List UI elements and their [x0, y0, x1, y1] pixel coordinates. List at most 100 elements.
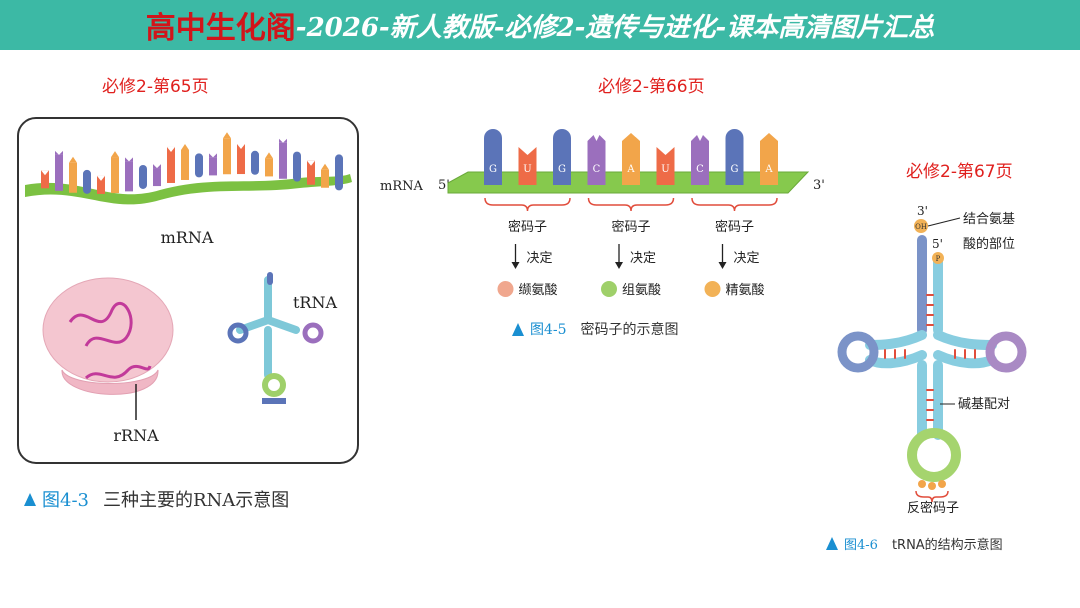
codon-brace — [691, 197, 778, 212]
caption-4-5: 图4-5 密码子的示意图 — [512, 319, 679, 339]
amino-acid-label: 组氨酸 — [622, 283, 661, 298]
mrna-base-pillar — [209, 153, 217, 176]
header-banner: 高中生化阁 -2026-新人教版-必修2-遗传与进化-课本高清图片汇总 — [0, 0, 1080, 50]
base-U-6: U — [656, 147, 675, 185]
caption-triangle-icon — [24, 492, 36, 506]
mrna-base-pillar — [97, 175, 105, 194]
codon-brace — [484, 197, 571, 212]
codon-label: 密码子 — [611, 219, 650, 235]
caption-4-6-number: 图4-6 — [844, 538, 878, 553]
arrow-text: 决定 — [630, 251, 656, 266]
base-C-7: C — [691, 135, 709, 185]
trna-small-illustration — [227, 272, 324, 404]
base-letter: G — [731, 164, 739, 175]
base-A-5: A — [622, 133, 640, 185]
base-C-4: C — [587, 135, 606, 185]
mrna-base-pillar — [223, 132, 231, 175]
base-G-8: G — [725, 129, 744, 185]
mrna-base-pillar — [307, 160, 315, 185]
rrna-label: rRNA — [113, 426, 159, 445]
mrna-base-pillar — [153, 164, 161, 187]
amino-acid-dot — [704, 281, 721, 297]
caption-4-5-number: 图4-5 — [530, 322, 567, 338]
caption-4-6: 图4-6 tRNA的结构示意图 — [826, 534, 1003, 553]
amino-acid-dot — [601, 281, 617, 297]
codon-label: 密码子 — [508, 219, 547, 235]
base-letter: U — [523, 164, 531, 175]
caption-4-3-text: 三种主要的RNA示意图 — [103, 490, 290, 511]
mrna-base-pillar — [55, 150, 63, 191]
mrna-base-pillar — [237, 144, 245, 175]
page-label-67: 必修2-第67页 — [906, 162, 1013, 182]
page-label-65: 必修2-第65页 — [102, 77, 209, 97]
oh-marker — [914, 219, 928, 233]
header-subtitle: -2026-新人教版-必修2-遗传与进化-课本高清图片汇总 — [295, 12, 935, 43]
binding-site-line1: 结合氨基 — [963, 212, 1015, 227]
mrna-base-pillar — [293, 151, 301, 182]
caption-triangle-icon — [826, 537, 838, 550]
mrna-base-pillar — [41, 170, 49, 189]
mrna-base-pillar — [251, 150, 259, 175]
base-letter: U — [661, 164, 669, 175]
base-U-2: U — [518, 147, 537, 185]
anticodon-brace — [915, 490, 949, 503]
mrna-base-pillar — [83, 169, 91, 194]
anticodon-label: 反密码子 — [907, 500, 959, 516]
mrna-base-pillar — [335, 154, 343, 191]
mrna-base-pillar — [181, 143, 189, 180]
p-label: P — [936, 255, 941, 263]
mrna-label: mRNA — [161, 228, 214, 247]
p-marker — [932, 252, 944, 264]
codon-brace — [587, 197, 675, 212]
binding-site-pointer — [927, 217, 961, 227]
mrna-base-pillar — [139, 164, 147, 189]
trna-label: tRNA — [293, 293, 337, 312]
base-letter: C — [593, 164, 601, 175]
mrna-base-pillar — [69, 156, 77, 193]
binding-site-line2: 酸的部位 — [963, 236, 1015, 252]
page-label-66: 必修2-第66页 — [598, 77, 705, 97]
mrna-strand — [25, 174, 352, 205]
arrow-text: 决定 — [734, 251, 760, 266]
mrna-base-pillar — [195, 153, 203, 178]
base-letter: C — [696, 164, 704, 175]
caption-4-3: 图4-3 三种主要的RNA示意图 — [24, 486, 289, 512]
arrow-head-icon — [511, 262, 520, 269]
amino-acid-label: 精氨酸 — [726, 283, 765, 298]
fig45-end5: 5' — [438, 178, 450, 193]
mrna-base-pillar — [265, 152, 273, 177]
mrna-base-pillar — [111, 151, 119, 194]
caption-4-3-number: 图4-3 — [42, 490, 89, 511]
oh-label: OH — [915, 223, 927, 231]
base-letter: A — [626, 164, 635, 175]
fig45-strand-label: mRNA — [380, 179, 423, 194]
amino-acid-label: 缬氨酸 — [519, 283, 558, 298]
base-G-1: G — [484, 129, 502, 185]
base-letter: G — [558, 164, 566, 175]
mrna-base-pillar — [321, 163, 329, 188]
fig46-end5: 5' — [932, 237, 943, 251]
caption-4-6-text: tRNA的结构示意图 — [891, 538, 1003, 553]
brand-title: 高中生化阁 — [145, 11, 296, 46]
arrow-head-icon — [718, 262, 727, 269]
base-letter: A — [764, 164, 773, 175]
ribosome-illustration — [42, 277, 174, 395]
fig46-end3: 3' — [917, 204, 928, 218]
mrna-base-pillar — [279, 138, 287, 179]
base-letter: G — [489, 164, 497, 175]
base-A-9: A — [760, 133, 778, 185]
caption-4-5-text: 密码子的示意图 — [580, 322, 679, 338]
arrow-head-icon — [615, 262, 623, 269]
arrow-text: 决定 — [527, 251, 553, 266]
base-G-3: G — [553, 129, 571, 185]
codon-label: 密码子 — [715, 219, 754, 235]
mrna-base-pillar — [125, 157, 133, 192]
fig45-end3: 3' — [813, 178, 825, 193]
caption-triangle-icon — [512, 322, 524, 336]
